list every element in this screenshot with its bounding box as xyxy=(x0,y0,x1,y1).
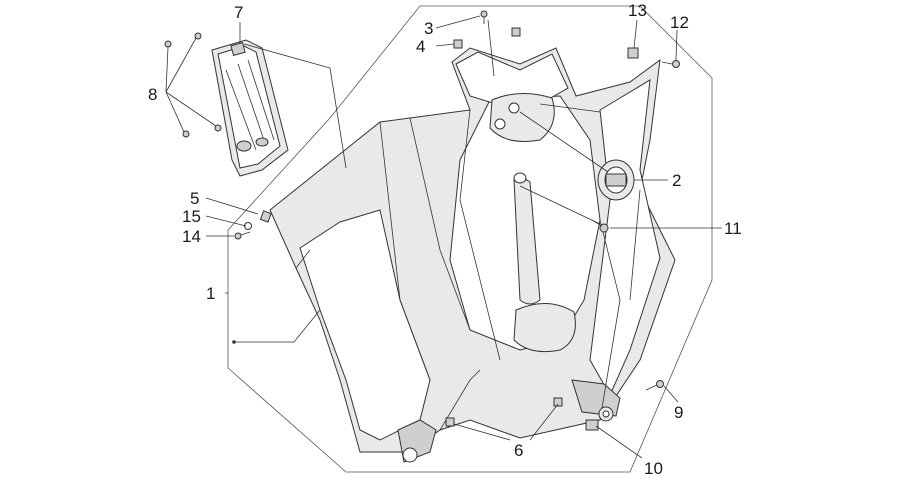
part-2-cap xyxy=(597,159,635,201)
callout-2: 2 xyxy=(672,171,681,190)
part-6-clips xyxy=(445,397,563,427)
callout-10: 10 xyxy=(644,459,663,478)
assembly-frame xyxy=(227,5,713,473)
part-5-clip xyxy=(259,210,272,223)
callout-11: 11 xyxy=(724,219,742,238)
part-9-screw xyxy=(645,380,664,391)
part-13-clip xyxy=(627,47,639,59)
callout-13: 13 xyxy=(628,1,647,20)
callout-4: 4 xyxy=(416,37,425,56)
part-7-upper-cover xyxy=(211,39,289,177)
leader-dot xyxy=(232,340,236,344)
callout-3: 3 xyxy=(424,19,433,38)
part-1-main-shield xyxy=(269,47,676,463)
callout-8: 8 xyxy=(148,85,157,104)
part-4-clip xyxy=(453,27,521,49)
callout-5: 5 xyxy=(190,189,199,208)
part-3-screw xyxy=(480,10,488,24)
callout-9: 9 xyxy=(674,403,683,422)
callout-12: 12 xyxy=(670,13,689,32)
callout-labels: 7 8 3 4 13 12 2 11 5 15 14 1 9 6 10 xyxy=(148,1,742,478)
callout-6: 6 xyxy=(514,441,523,460)
part-10-grommet xyxy=(585,406,614,431)
callout-1: 1 xyxy=(206,284,215,303)
part-14-screw xyxy=(234,231,251,240)
callout-15: 15 xyxy=(182,207,201,226)
part-12-screw xyxy=(661,60,680,68)
callout-7: 7 xyxy=(234,3,243,22)
leader-lines xyxy=(205,15,722,459)
part-8-screws xyxy=(164,32,222,138)
callout-14: 14 xyxy=(182,227,201,246)
